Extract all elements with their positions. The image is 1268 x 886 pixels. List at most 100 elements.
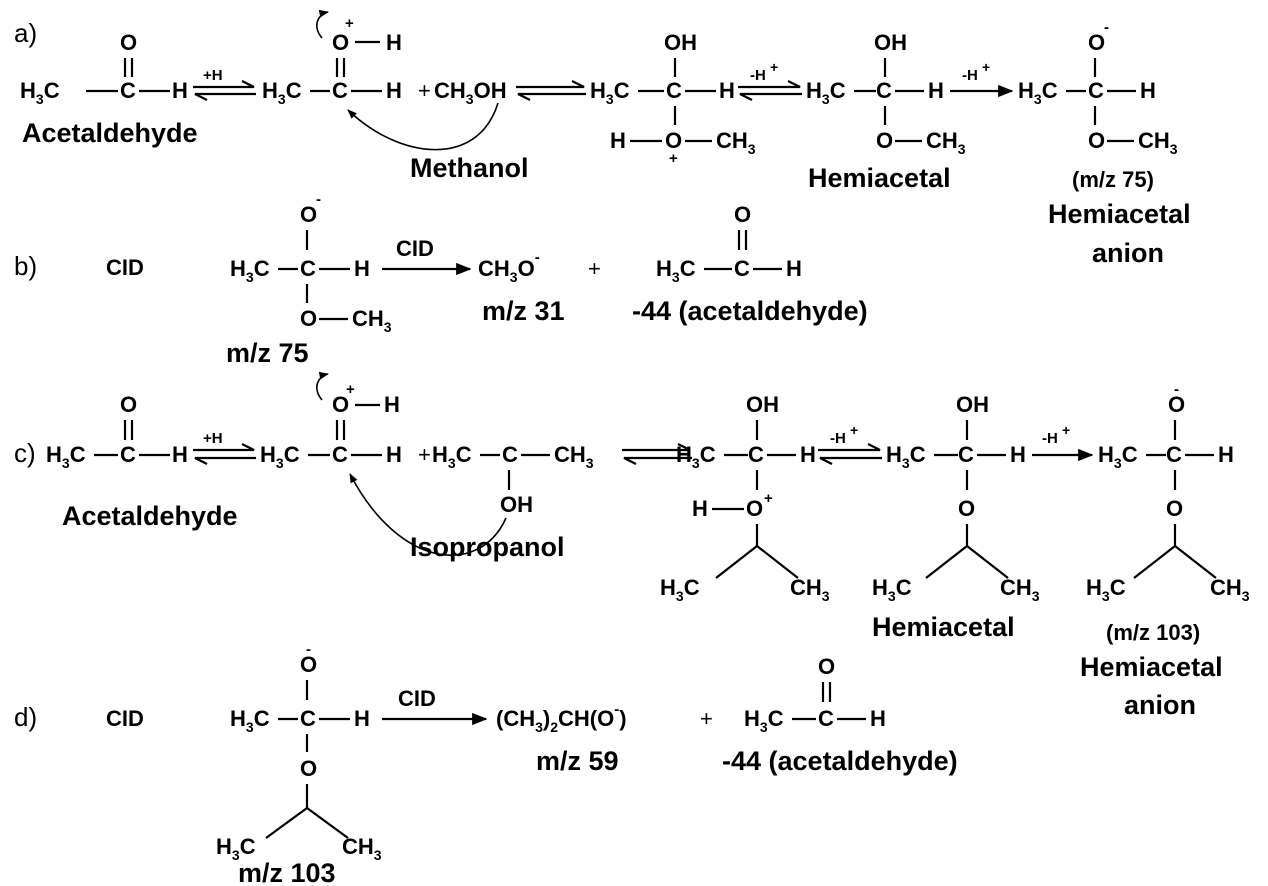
svg-text:H3C: H3C <box>806 78 846 107</box>
svg-text:C: C <box>1088 78 1104 103</box>
svg-text:O: O <box>818 654 835 679</box>
svg-text:O: O <box>1088 128 1105 153</box>
svg-text:C: C <box>332 442 348 467</box>
svg-text:H: H <box>800 442 816 467</box>
isopropanol-label-c: Isopropanol <box>410 532 565 562</box>
svg-text:CH3: CH3 <box>1210 575 1250 604</box>
svg-text:O: O <box>1088 30 1105 55</box>
cid-label-b: CID <box>106 255 144 280</box>
reaction-arrow-deprotonation-c: -H + <box>1032 422 1094 462</box>
svg-text:H: H <box>870 706 886 731</box>
equilibrium-arrow-protonation-a: +H <box>193 67 256 101</box>
svg-text:+: + <box>764 490 773 507</box>
svg-text:O: O <box>332 392 349 417</box>
svg-text:H3C: H3C <box>262 78 302 107</box>
panel-d: d) CID O - H3C C H O H3C CH3 m/z 103 CID… <box>14 641 958 886</box>
svg-text:C: C <box>876 78 892 103</box>
cid-label-d: CID <box>106 706 144 731</box>
svg-text:CH3: CH3 <box>926 128 966 157</box>
acetaldehyde-neutral-b: O H3C C H <box>656 202 802 285</box>
svg-text:-: - <box>316 191 321 208</box>
svg-text:-: - <box>1174 381 1179 398</box>
svg-text:-H: -H <box>962 67 978 84</box>
hemiacetal-anion-structure-c: O - H3C C H O H3C CH3 <box>1086 381 1250 604</box>
svg-text:+H: +H <box>203 430 223 447</box>
mass-label-precursor-b: m/z 75 <box>226 338 309 368</box>
curved-arrow-electron-push <box>316 9 329 39</box>
svg-text:CH3: CH3 <box>352 306 392 335</box>
svg-text:-H: -H <box>750 67 766 84</box>
svg-text:C: C <box>502 442 518 467</box>
svg-text:H3C: H3C <box>230 256 270 285</box>
precursor-anion-structure-b: O - H3C C H O CH3 <box>230 191 392 335</box>
svg-text:CH3: CH3 <box>716 128 756 157</box>
methoxide-formula-b: CH3O- <box>478 249 540 285</box>
svg-text:+: + <box>850 422 858 438</box>
svg-text:CID: CID <box>398 686 436 711</box>
svg-text:+: + <box>1062 422 1070 438</box>
svg-text:OH: OH <box>500 492 533 517</box>
svg-text:H: H <box>692 496 708 521</box>
svg-text:C: C <box>1166 442 1182 467</box>
svg-text:+: + <box>418 442 431 467</box>
svg-text:H: H <box>1010 442 1026 467</box>
svg-text:O: O <box>300 652 317 677</box>
svg-text:H3C: H3C <box>1098 442 1138 471</box>
acetaldehyde-label-a: Acetaldehyde <box>22 118 198 148</box>
product-mass-b: m/z 31 <box>482 296 565 326</box>
svg-text:C: C <box>300 706 316 731</box>
methanol-formula-a: CH3OH <box>434 78 507 107</box>
svg-text:H: H <box>786 256 802 281</box>
curved-arrow-nucleophilic-attack-c <box>349 473 507 556</box>
svg-text:+: + <box>770 59 778 75</box>
svg-text:O: O <box>120 392 137 417</box>
protonated-acetaldehyde-a: O + H H3C C H <box>262 9 402 107</box>
svg-text:OH: OH <box>664 30 697 55</box>
svg-text:O: O <box>300 756 317 781</box>
svg-text:+: + <box>588 256 601 281</box>
svg-text:H3C: H3C <box>20 78 60 107</box>
svg-text:C: C <box>748 442 764 467</box>
precursor-anion-structure-d: O - H3C C H O H3C CH3 <box>216 641 382 863</box>
protonated-acetaldehyde-c: O + H H3C C H <box>260 371 402 471</box>
svg-text:H: H <box>386 78 402 103</box>
panel-label-a: a) <box>14 18 37 48</box>
hemiacetal-label-a: Hemiacetal <box>808 163 951 193</box>
svg-text:O: O <box>300 306 317 331</box>
neutral-loss-d: -44 (acetaldehyde) <box>722 746 958 776</box>
hemiacetal-anion-label-line2-a: anion <box>1092 238 1164 268</box>
curved-arrow-nucleophilic-attack-a <box>347 102 499 151</box>
cid-arrow-b: CID <box>382 236 472 276</box>
svg-text:H3C: H3C <box>1018 78 1058 107</box>
svg-text:+: + <box>700 706 713 731</box>
svg-text:O: O <box>734 202 751 227</box>
mass-label-anion-c: (m/z 103) <box>1106 620 1200 645</box>
svg-text:C: C <box>120 442 136 467</box>
svg-text:H: H <box>1140 78 1156 103</box>
hemiacetal-label-c: Hemiacetal <box>872 612 1015 642</box>
svg-text:H3C: H3C <box>660 575 700 604</box>
acetaldehyde-structure-c: O H3C C H <box>46 392 188 471</box>
neutral-loss-b: -44 (acetaldehyde) <box>632 296 868 326</box>
svg-text:H: H <box>1218 442 1234 467</box>
panel-label-b: b) <box>14 251 37 281</box>
acetaldehyde-label-c: Acetaldehyde <box>62 501 238 531</box>
svg-text:C: C <box>958 442 974 467</box>
svg-text:H3C: H3C <box>590 78 630 107</box>
svg-text:C: C <box>818 706 834 731</box>
svg-text:H: H <box>386 30 402 55</box>
svg-text:H: H <box>719 78 735 103</box>
equilibrium-arrow-addition-a <box>516 80 586 101</box>
svg-text:H: H <box>384 392 400 417</box>
svg-text:H: H <box>172 442 188 467</box>
svg-text:C: C <box>332 78 348 103</box>
svg-text:+H: +H <box>203 67 223 84</box>
hemiacetal-anion-label-line1-a: Hemiacetal <box>1048 199 1191 229</box>
svg-text:CH3: CH3 <box>342 834 382 863</box>
svg-text:-H: -H <box>1042 430 1058 447</box>
svg-text:H3C: H3C <box>1086 575 1126 604</box>
svg-text:H3C: H3C <box>432 442 472 471</box>
svg-text:H: H <box>354 706 370 731</box>
hemiacetal-anion-label-line2-c: anion <box>1124 690 1196 720</box>
